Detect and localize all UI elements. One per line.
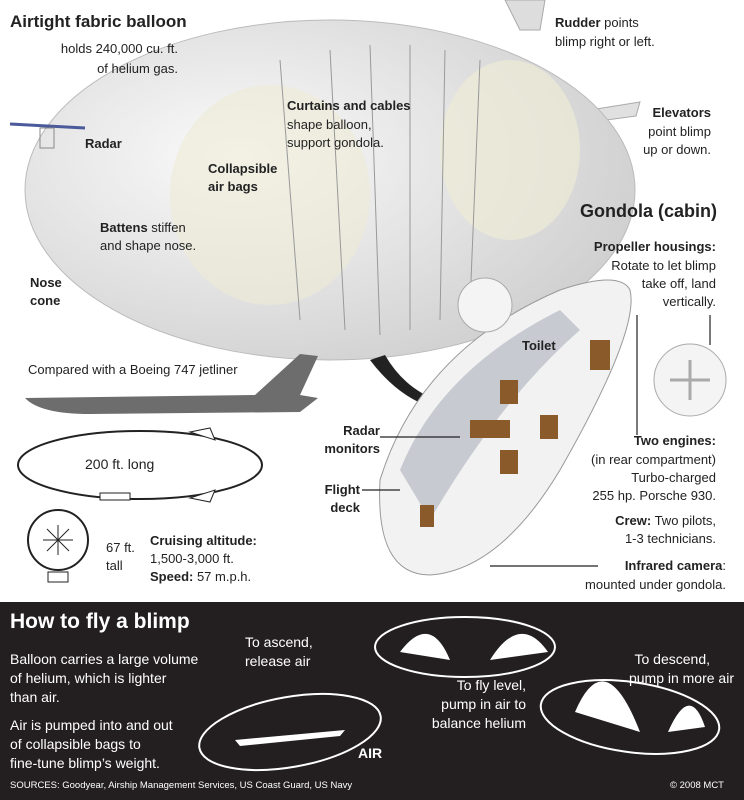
propeller-line1: Rotate to let blimp: [611, 258, 716, 273]
nose-line2: cone: [30, 293, 61, 308]
nose-line1: Nose: [30, 275, 62, 290]
propeller-housing-left: [457, 277, 513, 333]
rudder-label: Rudder points: [555, 14, 639, 32]
blimp-side-fins: [188, 427, 216, 503]
balloon-line2: of helium gas.: [97, 61, 178, 76]
engines-line1: (in rear compartment): [591, 452, 716, 467]
airbag-front: [170, 85, 370, 305]
toilet-label: Toilet: [522, 338, 556, 353]
propeller-line2: take off, land: [641, 276, 716, 291]
blimp-side-gondola: [99, 492, 131, 501]
descend-line2: pump in more air: [628, 670, 734, 686]
radar-monitors-line1: Radar: [343, 423, 380, 438]
elevators-line2: up or down.: [643, 142, 711, 157]
para2-line2: of collapsible bags to: [10, 736, 141, 752]
blimp-descend: [539, 679, 721, 755]
height-line1: 67 ft.: [106, 540, 135, 555]
how-to-fly-panel: How to fly a blimp Balloon carries a lar…: [0, 602, 744, 800]
crew-label: Crew: Two pilots,: [540, 512, 716, 530]
ascend-line1: To ascend,: [245, 634, 313, 650]
speed-bold: Speed:: [150, 569, 194, 584]
speed-label: Speed: 57 m.p.h.: [150, 568, 251, 586]
how-to-fly-diagrams: [198, 616, 721, 771]
blimp-illustration: [9, 0, 727, 583]
level-line1: To fly level,: [456, 677, 526, 693]
battens-text: stiffen: [147, 220, 186, 235]
camera-label: Infrared camera:: [540, 557, 726, 575]
airbags-descend: [575, 681, 705, 732]
propeller-title: Propeller housings:: [593, 239, 716, 254]
flight-deck-line1: Flight: [324, 482, 360, 497]
rudder-bold: Rudder: [555, 15, 601, 30]
gondola-seats: [420, 340, 610, 527]
level-line3: balance helium: [431, 715, 526, 731]
blimp-front-battens: [43, 525, 73, 555]
blimp-level: [374, 616, 556, 678]
height-line2: tall: [106, 558, 123, 573]
engines-title: Two engines:: [633, 433, 716, 448]
comparison-label: Compared with a Boeing 747 jetliner: [28, 362, 238, 377]
airbag-rear: [440, 60, 580, 240]
curtain-cables: [279, 44, 481, 336]
curtains-line2: support gondola.: [287, 135, 384, 150]
elevators-title: Elevators: [652, 105, 711, 120]
level-line2: pump in air to: [441, 696, 526, 712]
flight-deck-line2: deck: [330, 500, 360, 515]
para1-line1: Balloon carries a large volume: [10, 651, 199, 667]
radar-monitors-line2: monitors: [324, 441, 380, 456]
para1-line2: of helium, which is lighter: [10, 670, 167, 686]
para2-line3: fine-tune blimp’s weight.: [10, 755, 160, 771]
para1-line3: than air.: [10, 689, 60, 705]
radar-label: Radar: [85, 136, 122, 151]
gondola-title: Gondola (cabin): [580, 201, 717, 221]
airbags-line2: air bags: [208, 179, 258, 194]
curtains-line1: shape balloon,: [287, 117, 372, 132]
copyright: © 2008 MCT: [670, 780, 724, 791]
boeing-747-silhouette: [25, 354, 318, 414]
sources: SOURCES: Goodyear, Airship Management Se…: [10, 780, 353, 791]
radar-antenna: [9, 122, 86, 130]
crew-text: Two pilots,: [651, 513, 716, 528]
camera-line2: mounted under gondola.: [585, 577, 726, 592]
radar-mount: [39, 127, 55, 149]
airbags-ascend: [235, 730, 345, 746]
rudder-fin: [504, 0, 546, 31]
engines-line2: Turbo-charged: [631, 470, 716, 485]
curtains-title: Curtains and cables: [287, 98, 411, 113]
engines-line3: 255 hp. Porsche 930.: [592, 488, 716, 503]
airbags-line1: Collapsible: [208, 161, 278, 176]
airbags-level: [400, 633, 548, 660]
ascend-line2: release air: [245, 653, 311, 669]
battens-label: Battens stiffen: [100, 219, 186, 237]
camera-colon: :: [722, 558, 726, 573]
cruising-title: Cruising altitude:: [150, 533, 257, 548]
balloon-line1: holds 240,000 cu. ft.: [60, 41, 178, 56]
howto-title: How to fly a blimp: [10, 610, 190, 633]
speed-value: 57 m.p.h.: [193, 569, 252, 584]
leader-lines: [362, 315, 711, 567]
rudder-text: points: [600, 15, 639, 30]
descend-line1: To descend,: [634, 651, 711, 667]
blimp-ascend: [198, 693, 382, 771]
blimp-front-gondola: [47, 571, 69, 583]
propeller-blades: [670, 360, 710, 400]
battens-bold: Battens: [100, 220, 148, 235]
length-label: 200 ft. long: [85, 456, 155, 472]
camera-bold: Infrared camera: [624, 558, 723, 573]
crew-bold: Crew:: [615, 513, 652, 528]
elevators-line1: point blimp: [648, 124, 711, 139]
blimp-side-outline: [17, 430, 263, 500]
battens-line2: and shape nose.: [100, 238, 197, 253]
crew-line2: 1-3 technicians.: [624, 531, 716, 546]
balloon-title: Airtight fabric balloon: [10, 12, 187, 31]
cruising-line1: 1,500-3,000 ft.: [150, 551, 234, 566]
para2-line1: Air is pumped into and out: [10, 717, 173, 733]
rudder-line2: blimp right or left.: [555, 34, 655, 49]
gondola-floor: [400, 310, 580, 520]
air-label: AIR: [358, 745, 383, 761]
propeller-line3: vertically.: [662, 294, 716, 309]
